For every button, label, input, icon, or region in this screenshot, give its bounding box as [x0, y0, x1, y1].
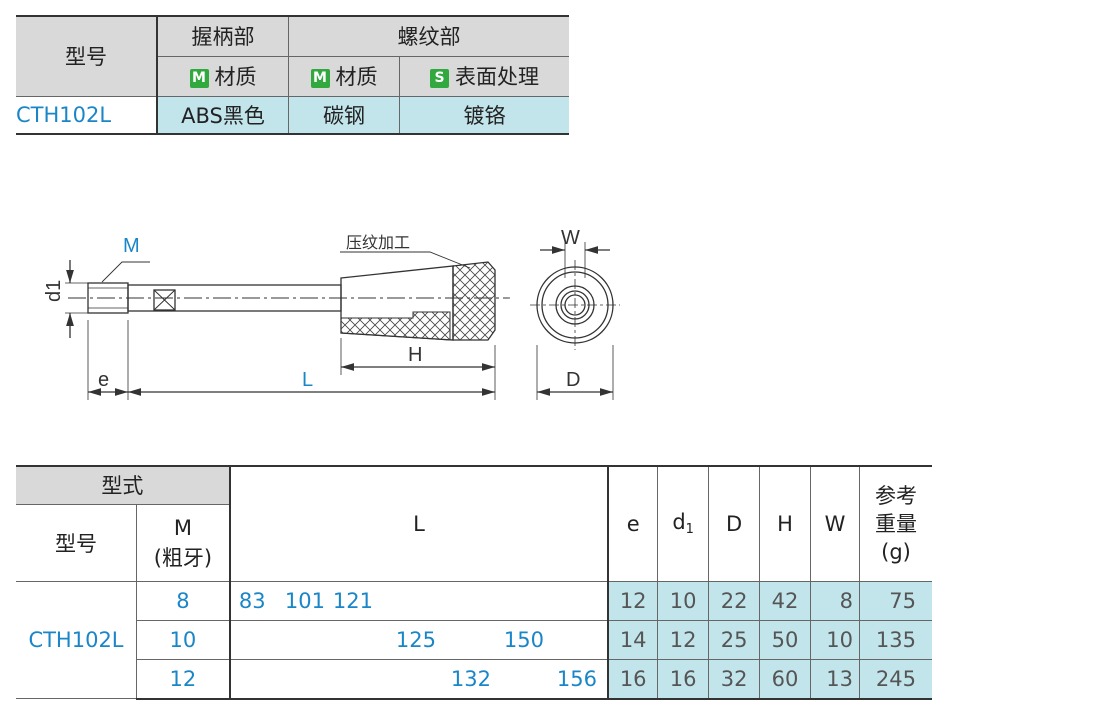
dimension-table: 型式 L e d1 D H W 参考 重量 (g) 型号 M (粗牙) CTH1…	[16, 465, 932, 700]
square-mark	[153, 289, 176, 311]
d1-cell: 12	[657, 619, 710, 660]
label-m: M	[123, 235, 140, 257]
w-cell: 10	[810, 619, 860, 660]
thread-material-cell: 碳钢	[288, 95, 400, 135]
w-cell: 13	[810, 658, 860, 700]
header-grip: 握柄部	[156, 15, 289, 57]
d1-cell: 16	[657, 658, 710, 700]
technical-drawing: M 压纹加工 W d1 H e L D	[43, 227, 620, 400]
header-d1: d1	[657, 465, 710, 582]
w-cell: 8	[810, 580, 860, 621]
d1-cell: 10	[657, 580, 710, 621]
header-type: 型式	[16, 465, 231, 505]
header-big-d: D	[708, 465, 761, 582]
m-cell: 12	[136, 658, 231, 700]
header-l: L	[228, 465, 610, 582]
weight-cell: 245	[858, 658, 932, 700]
m-cell: 8	[135, 580, 231, 621]
header-thread: 螺纹部	[288, 15, 569, 57]
l-cell: 83 101 121	[228, 580, 610, 621]
knurled-end	[452, 261, 496, 341]
h-cell: 50	[759, 619, 812, 660]
label-knurl: 压纹加工	[346, 234, 410, 252]
h-cell: 60	[759, 658, 812, 700]
header-w: W	[810, 465, 860, 582]
model-cell: CTH102L	[16, 95, 158, 135]
surface-badge-icon: S	[430, 69, 449, 88]
label-l: L	[302, 369, 313, 391]
l-cell: 125 150	[228, 619, 610, 660]
e-cell: 14	[607, 619, 659, 660]
big-d-cell: 32	[708, 658, 761, 700]
end-view	[530, 242, 620, 400]
header-model: 型号	[16, 503, 137, 582]
big-d-cell: 22	[708, 580, 761, 621]
header-m: M (粗牙)	[135, 503, 230, 582]
l-cell: 132 156	[228, 658, 610, 700]
model-cell: CTH102L	[16, 580, 137, 699]
label-w: W	[561, 227, 580, 249]
header-weight: 参考 重量 (g)	[858, 465, 932, 582]
weight-cell: 135	[858, 619, 932, 660]
header-model: 型号	[16, 15, 158, 97]
label-d1: d1	[43, 280, 65, 302]
label-h: H	[408, 344, 422, 366]
grip-material-cell: ABS黑色	[156, 95, 289, 135]
label-d: D	[566, 369, 580, 391]
label-e: e	[98, 369, 109, 391]
material-badge-icon: M	[310, 69, 330, 88]
h-cell: 42	[759, 580, 812, 621]
e-cell: 16	[607, 658, 659, 700]
side-view	[65, 251, 510, 400]
header-h: H	[759, 465, 812, 582]
e-cell: 12	[607, 580, 659, 621]
big-d-cell: 25	[708, 619, 761, 660]
header-e: e	[607, 465, 659, 582]
weight-cell: 75	[858, 580, 932, 621]
m-cell: 10	[136, 619, 231, 660]
surface-cell: 镀铬	[399, 95, 569, 135]
material-badge-icon: M	[189, 69, 209, 88]
